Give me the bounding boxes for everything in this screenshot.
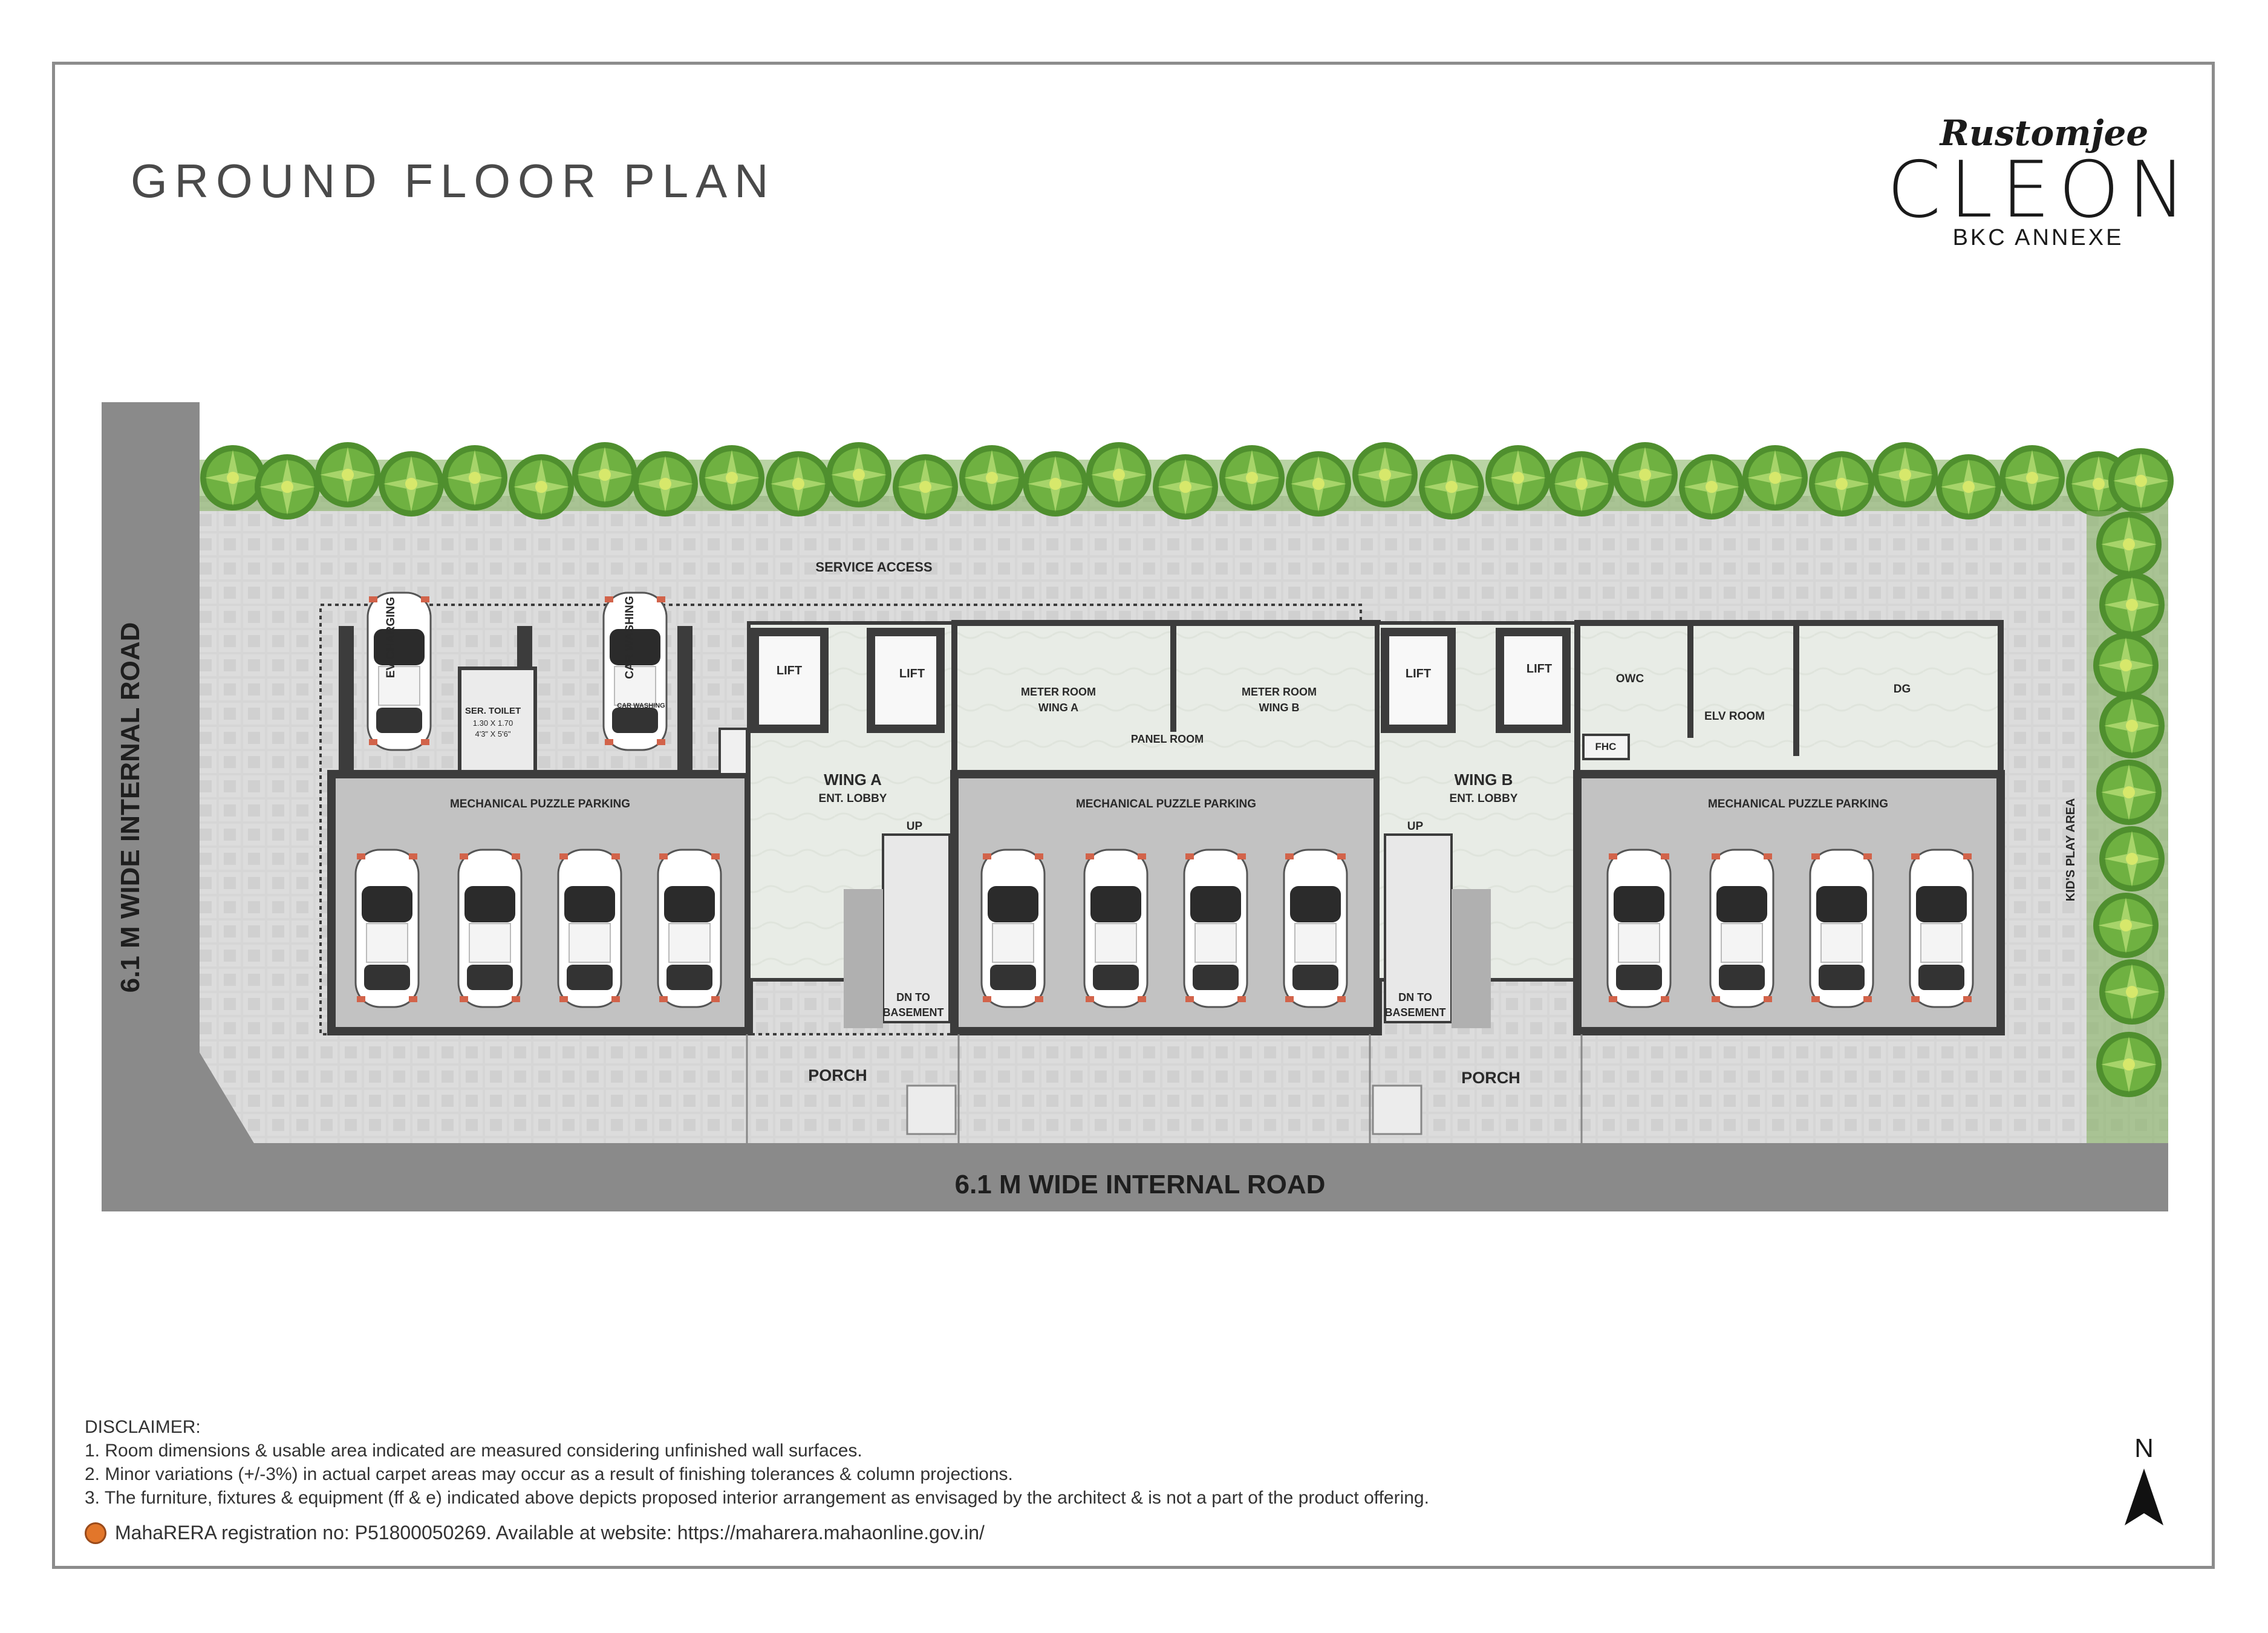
parking-right-label: MECHANICAL PUZZLE PARKING xyxy=(1708,798,1888,810)
meter-room-b-label: METER ROOM xyxy=(1242,686,1317,698)
stair-b-basement-label: BASEMENT xyxy=(1384,1006,1445,1019)
maharera-logo-icon xyxy=(85,1522,106,1544)
rera-registration: MahaRERA registration no: P51800050269. … xyxy=(85,1522,985,1544)
north-arrow-icon xyxy=(2125,1468,2163,1525)
brand-name: Rustomjee xyxy=(1940,112,2149,154)
disclaimer-item-2: 2. Minor variations (+/-3%) in actual ca… xyxy=(85,1464,1013,1484)
disclaimer-item-1: 1. Room dimensions & usable area indicat… xyxy=(85,1441,862,1461)
page-frame xyxy=(52,62,2215,1569)
service-toilet-size-metric: 1.30 X 1.70 xyxy=(473,719,513,728)
stair-a-up-label: UP xyxy=(907,820,923,833)
left-road-label: 6.1 M WIDE INTERNAL ROAD xyxy=(116,622,145,993)
fhc-label: FHC xyxy=(1595,741,1617,752)
parking-middle-label: MECHANICAL PUZZLE PARKING xyxy=(1076,798,1256,810)
lift-b1-label: LIFT xyxy=(1406,667,1431,680)
owc-label: OWC xyxy=(1616,673,1644,685)
lift-a1-label: LIFT xyxy=(777,664,802,677)
service-access-label: SERVICE ACCESS xyxy=(815,559,932,575)
page-title: GROUND FLOOR PLAN xyxy=(131,154,776,207)
parking-left-label: MECHANICAL PUZZLE PARKING xyxy=(450,798,630,810)
bottom-road-label: 6.1 M WIDE INTERNAL ROAD xyxy=(955,1170,1326,1199)
stair-b-up-label: UP xyxy=(1407,820,1424,833)
panel-room-label: PANEL ROOM xyxy=(1131,733,1204,745)
bottom-road-strip xyxy=(102,1143,2168,1211)
project-location: BKC ANNEXE xyxy=(1952,225,2124,250)
elv-room-label: ELV ROOM xyxy=(1704,710,1765,723)
north-label: N xyxy=(2134,1433,2154,1463)
stair-b-down-label: DN TO xyxy=(1398,991,1432,1003)
wing-a-lobby-label: ENT. LOBBY xyxy=(819,792,887,805)
meter-room-a-wing: WING A xyxy=(1038,702,1078,714)
project-name: CLEON xyxy=(1887,145,2195,235)
ev-charging-label: EV CHARGING xyxy=(385,597,397,678)
stair-a-basement-label: BASEMENT xyxy=(882,1006,943,1019)
kids-play-area-label: KID'S PLAY AREA xyxy=(2064,798,2077,902)
lift-a2-label: LIFT xyxy=(899,667,925,680)
dg-label: DG xyxy=(1894,683,1911,696)
porch-b-label: PORCH xyxy=(1461,1069,1520,1087)
meter-room-b-wing: WING B xyxy=(1259,702,1300,714)
lift-b2-label: LIFT xyxy=(1527,662,1552,676)
disclaimer-heading: DISCLAIMER: xyxy=(85,1417,201,1437)
greenery-right xyxy=(2087,511,2168,1143)
stair-a-down-label: DN TO xyxy=(896,991,930,1003)
porch-a-label: PORCH xyxy=(808,1066,867,1084)
wing-b-label: WING B xyxy=(1455,771,1513,789)
disclaimer-item-3: 3. The furniture, fixtures & equipment (… xyxy=(85,1488,1429,1508)
wing-a-label: WING A xyxy=(824,771,882,789)
wing-b-lobby-label: ENT. LOBBY xyxy=(1450,792,1518,805)
greenery-top xyxy=(200,442,2174,520)
service-toilet-size-imperial: 4'3" X 5'6" xyxy=(475,729,510,738)
north-indicator: N xyxy=(2120,1433,2168,1537)
rera-text: MahaRERA registration no: P51800050269. … xyxy=(115,1522,985,1543)
car-washing-label: CAR WASHING xyxy=(624,596,636,679)
service-toilet-label: SER. TOILET xyxy=(465,706,521,716)
meter-room-a-label: METER ROOM xyxy=(1021,686,1096,698)
disclaimer: DISCLAIMER: 1. Room dimensions & usable … xyxy=(85,1415,1429,1510)
car-washing-small-label: CAR WASHING xyxy=(617,702,665,709)
